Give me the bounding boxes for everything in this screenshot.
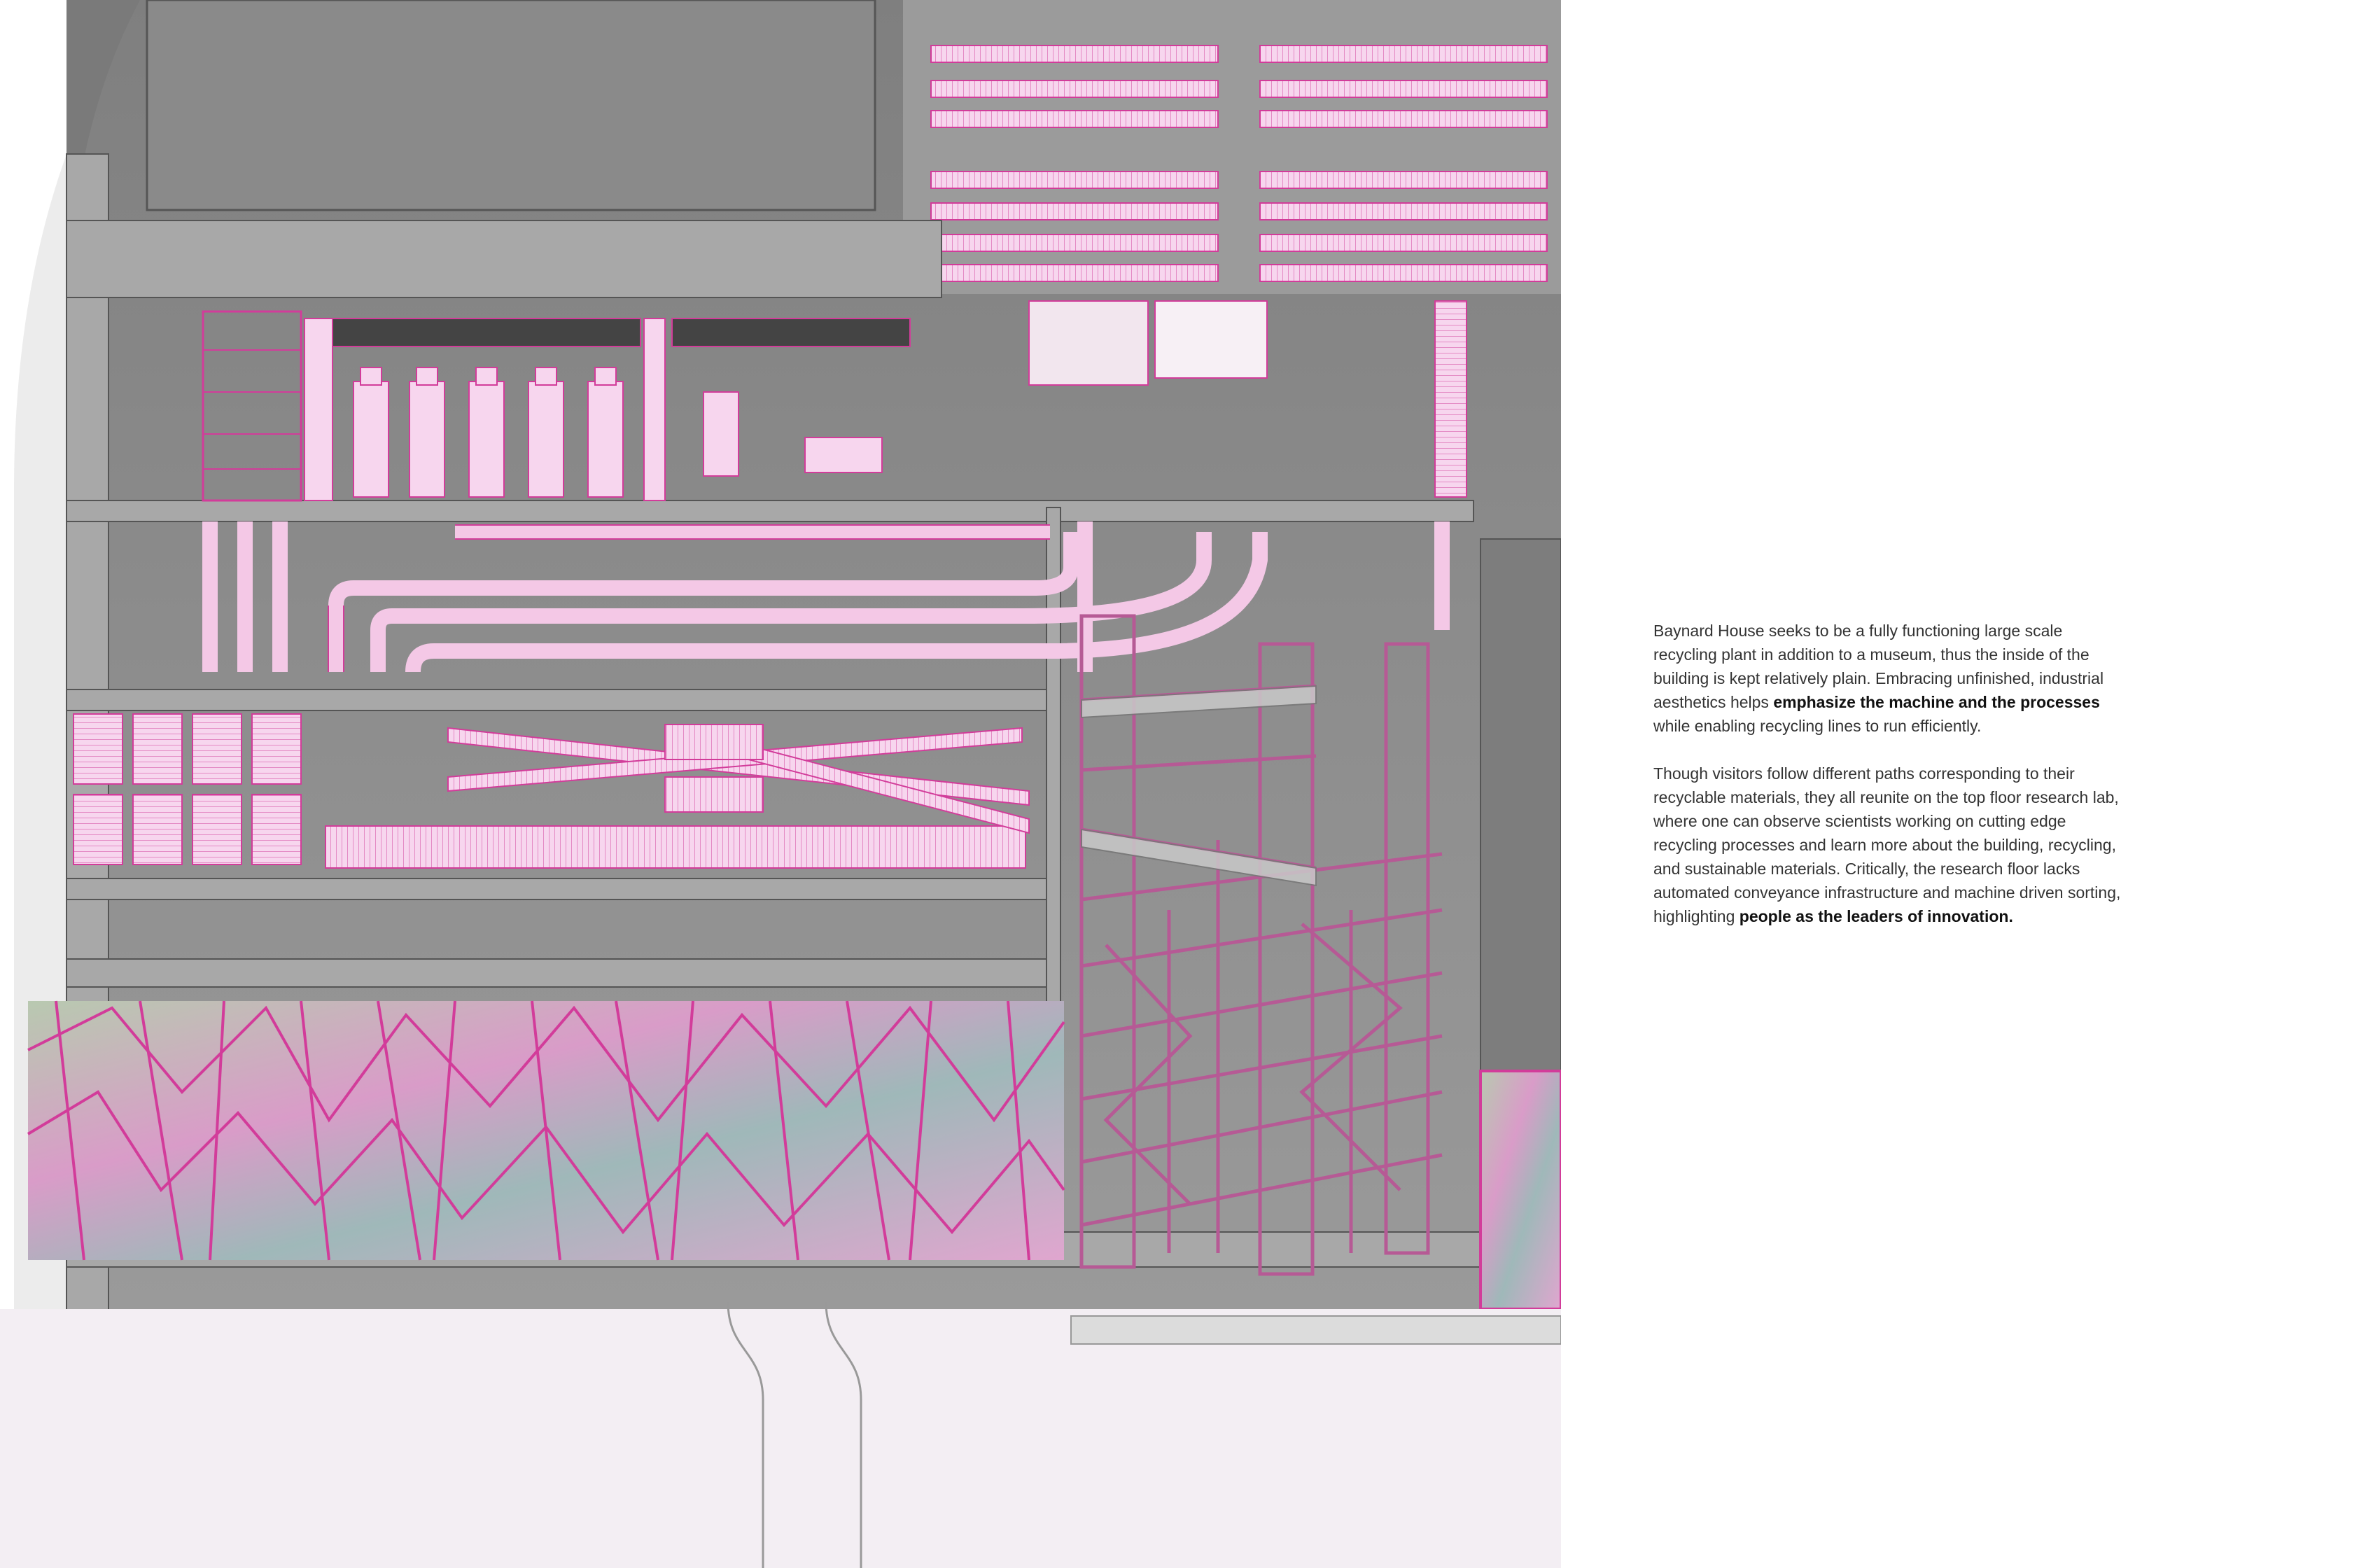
- level-machines: [202, 300, 1467, 502]
- roof-racks: [930, 45, 1548, 282]
- level-conveyors: [202, 522, 1450, 673]
- emphasis-machine: emphasize the machine and the processes: [1773, 693, 2100, 711]
- ground: [0, 1309, 1561, 1568]
- scaffold-structure: [1079, 614, 1443, 1276]
- top-void: [146, 0, 876, 211]
- level-sorting-lines: [73, 713, 1030, 869]
- arch-dark-edge: [66, 0, 140, 350]
- glass-facade: [27, 1000, 1561, 1310]
- description-paragraph-1: Baynard House seeks to be a fully functi…: [1653, 622, 2104, 735]
- emphasis-people: people as the leaders of innovation.: [1739, 907, 2013, 925]
- section-drawing: [0, 0, 1561, 1568]
- description-panel: Baynard House seeks to be a fully functi…: [1653, 619, 2122, 952]
- description-paragraph-2: Though visitors follow different paths c…: [1653, 764, 2121, 925]
